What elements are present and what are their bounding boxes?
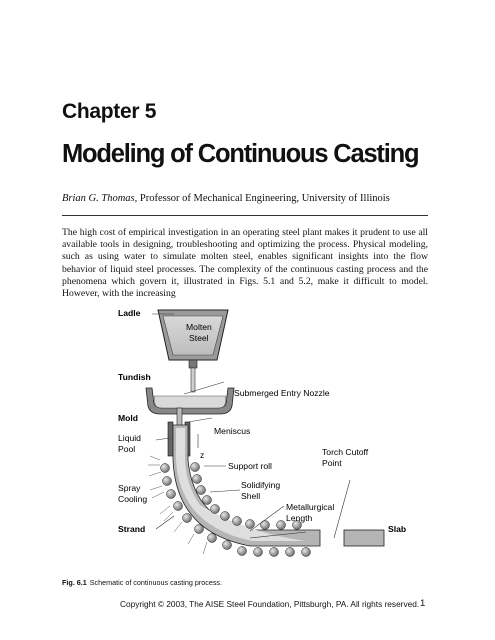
leader-lines [152,313,351,539]
label-spray-cooling-1: Spray [118,483,141,493]
support-roll [196,485,206,495]
support-roll [269,547,279,557]
support-roll [285,547,295,557]
label-liquid-pool-1: Liquid [118,433,141,443]
label-nozzle: Submerged Entry Nozzle [234,388,330,398]
strand-shape [172,424,321,547]
label-meniscus: Meniscus [214,426,250,436]
support-roll [237,546,247,556]
support-roll [260,520,270,530]
ladle-stream [190,367,196,393]
label-slab: Slab [388,524,406,534]
figure-caption-text: Schematic of continuous casting process. [89,578,223,587]
page-number: 1 [420,598,426,609]
support-roll [292,520,302,530]
label-torch-cutoff-1: Torch Cutoff [322,447,369,457]
label-ladle: Ladle [118,308,141,318]
support-roll [245,519,255,529]
support-roll [210,504,220,514]
figure-number: Fig. 6.1 [62,578,87,587]
support-roll [166,489,176,499]
body-paragraph: The high cost of empirical investigation… [62,227,428,300]
support-roll [194,524,204,534]
chapter-title: Modeling of Continuous Casting [62,140,420,168]
slab-shape [343,529,385,547]
support-roll [202,495,212,505]
label-support-roll: Support roll [228,461,272,471]
label-molten-steel-1: Molten [186,322,212,332]
label-molten-steel-2: Steel [189,333,209,343]
mold-left-plate [167,421,174,457]
support-roll [173,501,183,511]
support-roll [160,463,170,473]
divider [62,215,428,216]
support-roll [232,516,242,526]
label-torch-cutoff-2: Point [322,458,342,468]
label-tundish: Tundish [118,372,151,382]
label-spray-cooling-2: Cooling [118,494,147,504]
support-roll [222,540,232,550]
label-strand: Strand [118,524,145,534]
support-roll [253,547,263,557]
copyright-footer: Copyright © 2003, The AISE Steel Foundat… [120,599,420,609]
chapter-label: Chapter 5 [62,100,157,123]
author-affiliation: Professor of Mechanical Engineering, Uni… [139,193,390,204]
casting-schematic-figure: Ladle Molten Steel Tundish Submerged Ent… [100,300,440,570]
support-roll [276,520,286,530]
label-metallurgical-length-2: Length [286,513,313,523]
support-roll [220,511,230,521]
support-rolls [160,462,311,557]
byline: Brian G. Thomas, Professor of Mechanical… [62,193,390,204]
label-liquid-pool-2: Pool [118,444,135,454]
casting-schematic: Ladle Molten Steel Tundish Submerged Ent… [118,308,406,557]
label-solidifying-shell-1: Solidifying [241,480,280,490]
author-name: Brian G. Thomas, [62,193,138,204]
support-roll [192,474,202,484]
label-solidifying-shell-2: Shell [241,491,260,501]
spray-cooling-lines [148,455,208,555]
support-roll [162,476,172,486]
label-mold: Mold [118,413,138,423]
support-roll [301,547,311,557]
tundish-shape [145,387,235,415]
support-roll [190,462,200,472]
label-metallurgical-length-1: Metallurgical [286,502,334,512]
support-roll [207,533,217,543]
label-z-axis: z [200,450,204,460]
ladle-shape [157,309,229,369]
support-roll [182,513,192,523]
